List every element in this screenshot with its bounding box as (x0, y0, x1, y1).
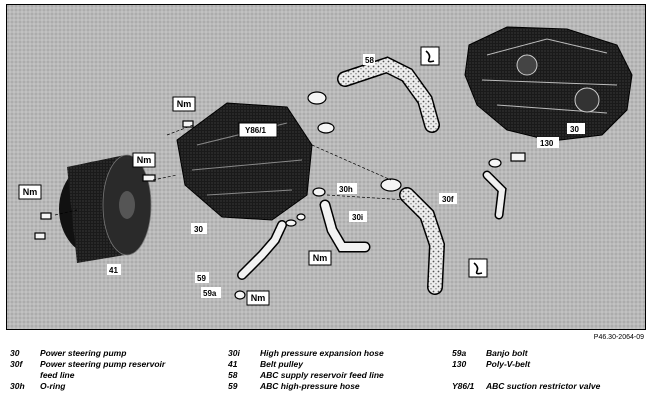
callout-30: 30 (194, 225, 203, 234)
hose-clamp-icon (468, 258, 488, 278)
callout-58: 58 (365, 56, 374, 65)
torque-tag: Nm (308, 250, 332, 266)
power-steering-pump-30 (176, 102, 313, 221)
torque-tag-label: Nm (251, 293, 266, 303)
callout-41: 41 (109, 266, 118, 275)
exploded-view-diagram: Nm Nm Nm Nm Nm 30 130 (6, 4, 646, 330)
hose-clamp-icon (420, 46, 440, 66)
torque-tag: Nm (172, 96, 196, 112)
torque-tag-label: Nm (137, 155, 152, 165)
torque-tag: Nm (18, 184, 42, 200)
torque-tag: Nm (132, 152, 156, 168)
callout-y86-1: Y86/1 (245, 126, 266, 135)
figure-reference-code: P46.30-2064-09 (593, 334, 644, 341)
torque-tag-label: Nm (23, 187, 38, 197)
callout-30h: 30h (339, 185, 353, 194)
callout-30i: 30i (352, 213, 363, 222)
torque-tag-label: Nm (313, 253, 328, 263)
belt-pulley-41 (59, 154, 152, 263)
callout-59: 59 (197, 274, 206, 283)
engine-block (464, 26, 633, 142)
dashed-guide-lines (54, 124, 408, 216)
callout-59a: 59a (203, 289, 217, 298)
torque-tag: Nm (246, 290, 270, 306)
small-parts (34, 91, 526, 300)
callout-30f: 30f (442, 195, 454, 204)
callout-30: 30 (570, 125, 579, 134)
callout-130: 130 (540, 139, 554, 148)
torque-tag-label: Nm (177, 99, 192, 109)
